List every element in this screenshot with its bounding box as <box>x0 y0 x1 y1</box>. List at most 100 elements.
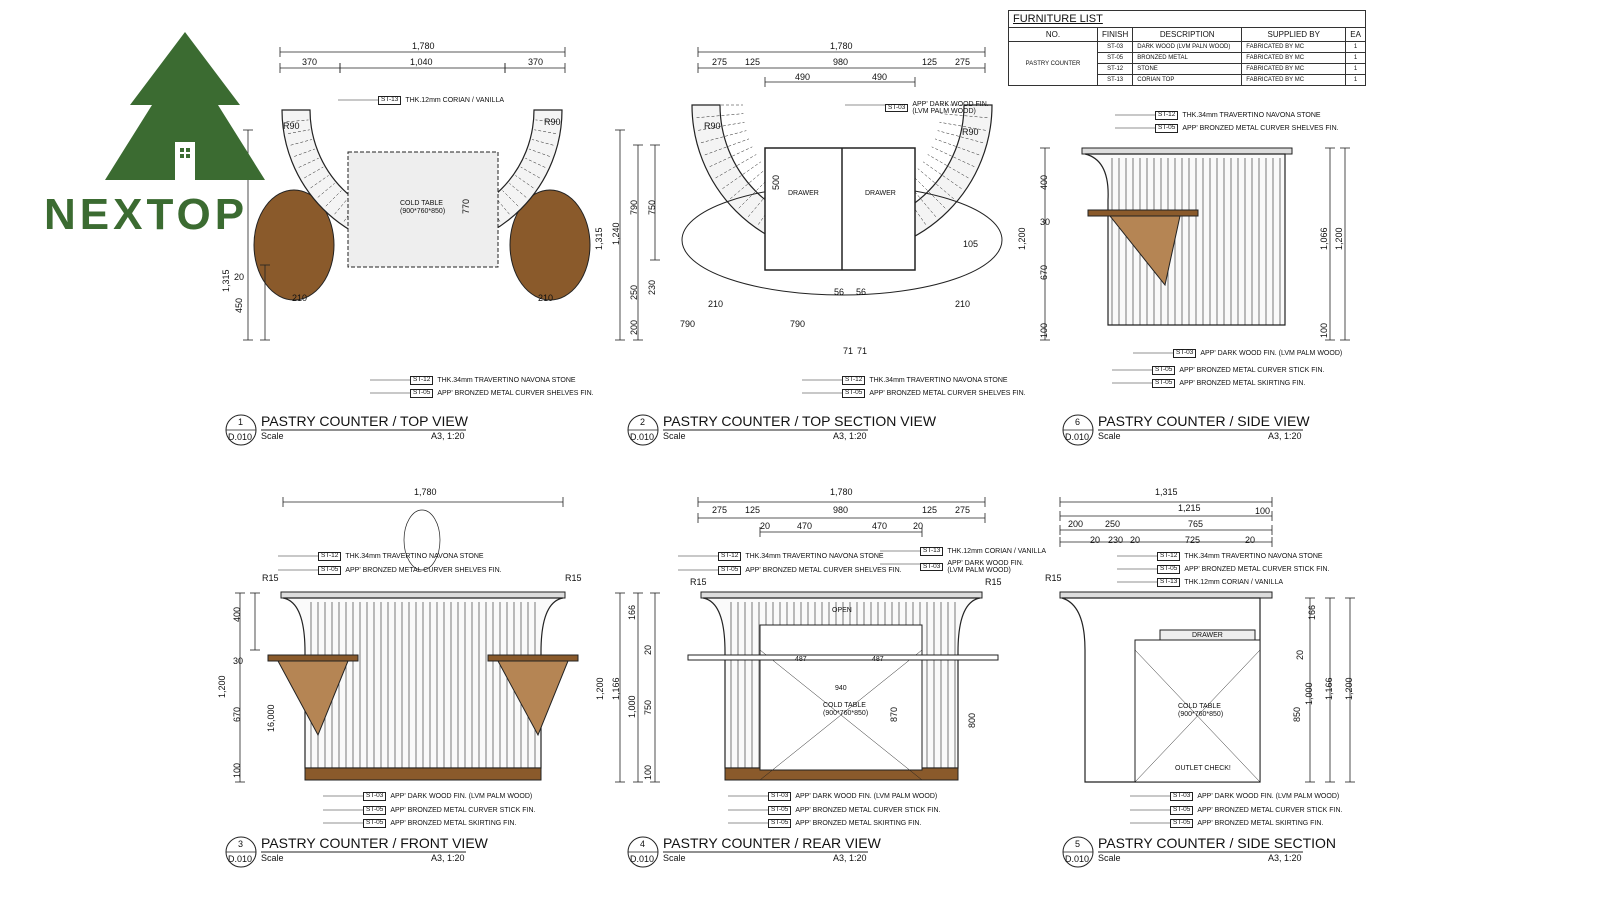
sheet-number: D.010 <box>630 432 655 442</box>
scale-label: Scale <box>1098 853 1121 863</box>
view-title: PASTRY COUNTER / SIDE VIEW <box>1098 413 1310 429</box>
material-note: THK.34mm TRAVERTINO NAVONA STONE <box>1184 552 1323 560</box>
dimension-label: 275 <box>955 57 971 67</box>
stone-top <box>1081 147 1293 155</box>
fin-line <box>502 190 519 207</box>
dimension-label: 1,000 <box>1304 682 1314 705</box>
dimension-label: 30 <box>1040 217 1051 227</box>
ea-cell: 1 <box>1345 63 1366 75</box>
dimension-label: 230 <box>1108 535 1124 545</box>
dimension-label: R90 <box>704 121 721 131</box>
dimension-label: 725 <box>1185 535 1201 545</box>
dimension-label: 100 <box>1319 322 1329 338</box>
dimension-label: 100 <box>232 762 242 778</box>
fin-line <box>525 157 546 168</box>
material-tag: ST-12 <box>410 376 434 385</box>
supplier-cell: FABRICATED BY MC <box>1241 63 1347 75</box>
dimension-label: 1,200 <box>595 677 605 700</box>
fin-line <box>898 185 926 225</box>
ea-cell: 1 <box>1345 41 1366 53</box>
dimension-label: 275 <box>712 505 728 515</box>
dimension-label: 71 <box>843 346 854 356</box>
dimension-label: R90 <box>283 121 300 131</box>
dimension-label: 1,780 <box>830 41 853 51</box>
dimension-label: 450 <box>234 297 244 313</box>
dimension-label: 20 <box>1130 535 1141 545</box>
drawing-label: (900*760*850) <box>400 208 446 215</box>
dimension-label: 1,066 <box>1319 227 1329 250</box>
view-number: 1 <box>238 417 244 427</box>
fin-line <box>934 138 980 156</box>
drawer <box>1159 629 1256 641</box>
fin-line <box>515 175 534 189</box>
dimension-label: 1,040 <box>410 57 433 67</box>
dimension-label: 210 <box>538 293 554 303</box>
dimension-label: 20 <box>1090 535 1101 545</box>
finish-cell: ST-05 <box>1096 52 1134 64</box>
supplier-cell: FABRICATED BY MC <box>1241 52 1347 64</box>
material-tag: ST-12 <box>842 376 866 385</box>
drawing-label: COLD TABLE <box>823 702 866 709</box>
dimension-label: 1,315 <box>594 227 604 250</box>
dimension-label: 490 <box>795 72 811 82</box>
material-note: APP' DARK WOOD FIN. (LVM PALM WOOD) <box>1197 792 1340 800</box>
fin-line <box>520 166 540 179</box>
view-number: 3 <box>238 839 244 849</box>
view-number: 4 <box>640 839 646 849</box>
material-note: THK.12mm CORIAN / VANILLA <box>947 547 1047 555</box>
drawing-label: (900*760*850) <box>823 710 869 717</box>
view-title: PASTRY COUNTER / FRONT VIEW <box>261 835 488 851</box>
shelf-bracket <box>1108 215 1181 287</box>
dimension-label: R90 <box>544 117 561 127</box>
description-cell: CORIAN TOP <box>1132 74 1243 86</box>
dimension-label: 1,200 <box>217 675 227 698</box>
dimension-label: R15 <box>262 573 279 583</box>
view-title: PASTRY COUNTER / SIDE SECTION <box>1098 835 1337 851</box>
dimension-label: 400 <box>1039 174 1049 190</box>
dimension-label: 1,200 <box>1334 227 1344 250</box>
dimension-label: 470 <box>872 521 888 531</box>
dimension-label: R90 <box>962 127 979 137</box>
dimension-label: 1,315 <box>221 269 231 292</box>
drawing-label: DRAWER <box>788 190 819 197</box>
fin-line <box>738 174 773 209</box>
stone-top <box>280 591 566 599</box>
drawer-unit <box>764 147 916 271</box>
tree-house-icon <box>105 32 265 180</box>
dimension-label: 980 <box>833 57 849 67</box>
dimension-label: 670 <box>1039 264 1049 280</box>
sheet-number: D.010 <box>228 432 253 442</box>
dimension-label: 20 <box>1295 649 1305 660</box>
material-note: THK.12mm CORIAN / VANILLA <box>405 96 505 104</box>
material-note: APP' BRONZED METAL CURVER STICK FIN. <box>795 806 941 814</box>
furniture-list-title: FURNITURE LIST <box>1013 13 1103 25</box>
material-tag: ST-05 <box>1152 379 1176 388</box>
scale-value: A3, 1:20 <box>833 853 867 863</box>
dimension-label: 1,315 <box>1155 487 1178 497</box>
dimension-label: 790 <box>790 319 806 329</box>
fin-line <box>729 168 767 200</box>
material-tag: ST-03 <box>363 792 387 801</box>
dimension-label: 200 <box>629 319 639 335</box>
supplier-cell: FABRICATED BY MC <box>1241 74 1347 86</box>
view-title: PASTRY COUNTER / TOP SECTION VIEW <box>663 413 937 429</box>
dimension-label: 20 <box>234 272 245 282</box>
dimension-label: 790 <box>680 319 696 329</box>
scale-value: A3, 1:20 <box>833 431 867 441</box>
dimension-label: 20 <box>913 521 924 531</box>
material-note: THK.12mm CORIAN / VANILLA <box>1184 578 1284 586</box>
fin-line <box>917 168 955 200</box>
material-tag: ST-05 <box>1170 806 1194 815</box>
header-supplied-by: SUPPLIED BY <box>1241 27 1347 42</box>
dimension-label: 275 <box>712 57 728 67</box>
dimension-label: 105 <box>963 239 979 249</box>
stone-top <box>700 591 983 599</box>
material-tag: ST-03 <box>1170 792 1194 801</box>
sheet-number: D.010 <box>1065 432 1090 442</box>
shelf-line <box>687 654 999 661</box>
view-title: PASTRY COUNTER / TOP VIEW <box>261 413 468 429</box>
material-tag: ST-05 <box>410 389 434 398</box>
